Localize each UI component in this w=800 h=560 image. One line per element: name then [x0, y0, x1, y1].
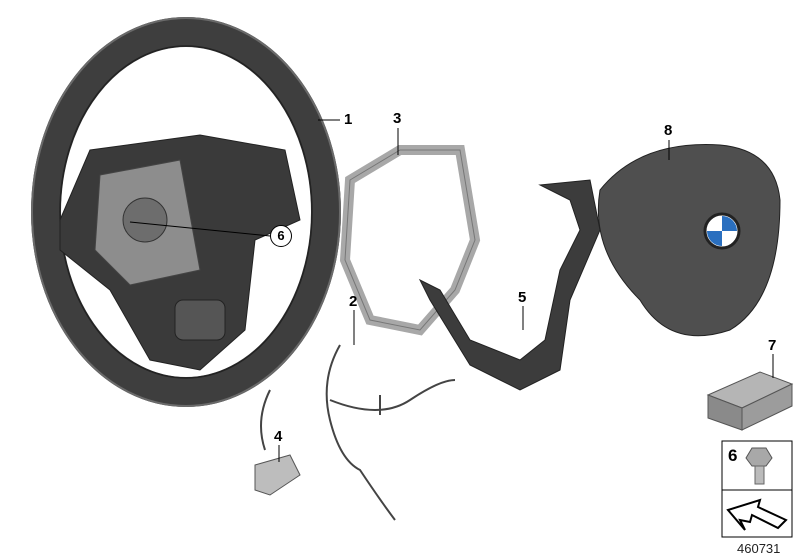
part-label-3: 3 — [393, 110, 402, 127]
trim-cover-drawing — [418, 179, 601, 391]
part-label-4: 4 — [274, 428, 283, 445]
part-label-1: 1 — [344, 111, 353, 128]
legend-box-label-6: 6 — [728, 446, 738, 465]
part-label-5: 5 — [518, 289, 527, 306]
arrow-icon — [726, 498, 788, 531]
part-label-6-circled: 6 — [270, 225, 292, 247]
part-label-2: 2 — [349, 293, 358, 310]
wheel-frame-drawing — [339, 145, 481, 336]
leader-lines — [129, 119, 774, 462]
part-label-8: 8 — [664, 122, 673, 139]
kit-box-drawing — [706, 371, 794, 431]
switch-drawing — [254, 389, 301, 496]
steering-wheel-drawing — [31, 17, 341, 407]
screw-icon — [745, 447, 773, 485]
harness-drawing — [325, 344, 456, 521]
reference-number: 460731 — [737, 541, 781, 556]
airbag-drawing — [597, 144, 781, 337]
part-label-7: 7 — [768, 337, 777, 354]
